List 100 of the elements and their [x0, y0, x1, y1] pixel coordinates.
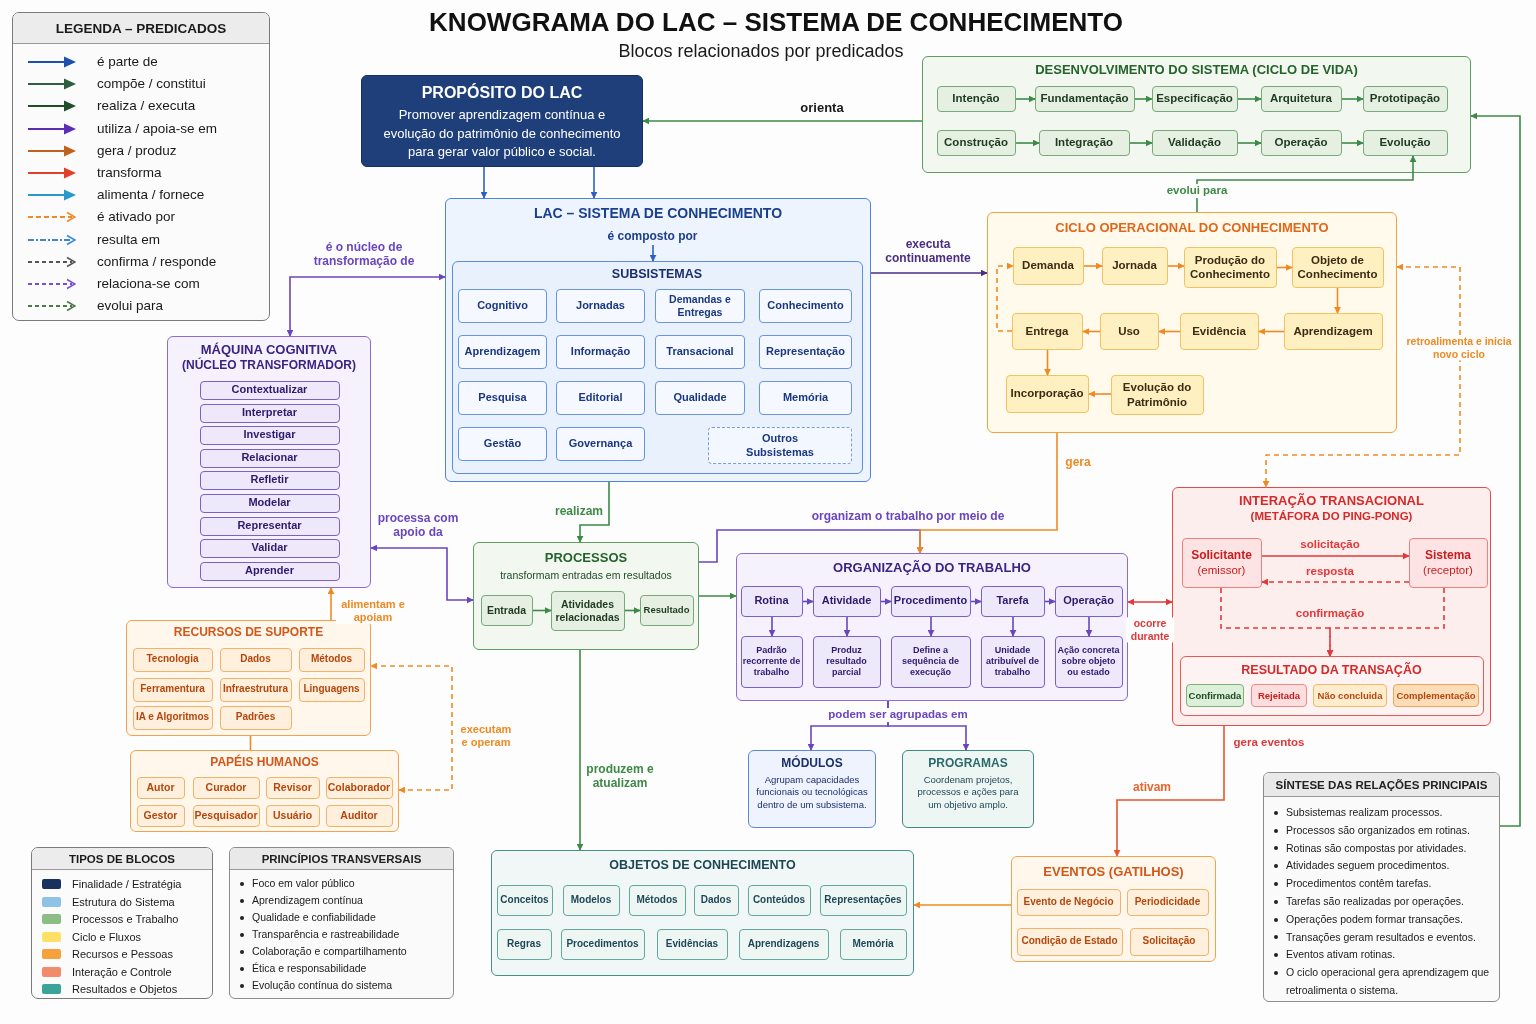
arrow	[576, 481, 610, 543]
legend-label: confirma / responde	[97, 253, 217, 270]
node-label: Aprendizagem	[464, 345, 541, 359]
arrow	[843, 616, 851, 637]
node-label: Não concluida	[1317, 689, 1383, 702]
arrow	[1015, 95, 1036, 103]
node-box	[1151, 129, 1238, 156]
group-panel	[748, 750, 876, 828]
arrow	[996, 262, 1014, 332]
list-item: Colaboração e compartilhamento	[252, 944, 407, 959]
node-label: Revisor	[273, 781, 312, 794]
edge-label: podem ser agrupadas em	[826, 708, 970, 722]
node-label: Governança	[568, 437, 633, 451]
legend-title: LEGENDA – PREDICADOS	[13, 13, 269, 44]
node-box	[936, 129, 1016, 156]
node-box	[132, 677, 213, 702]
arrow	[480, 166, 488, 199]
list-item: Transações geram resultados e eventos.	[1286, 929, 1476, 945]
node-box	[656, 928, 728, 960]
arrow	[649, 244, 657, 262]
diagram-title: KNOWGRAMA DO LAC – SISTEMA DE CONHECIMENTO	[429, 6, 1123, 38]
legend-label: resulta em	[97, 231, 161, 248]
node-box	[556, 335, 645, 369]
node-box	[1186, 684, 1244, 707]
node-box	[1011, 312, 1083, 350]
node-label: Infraestrutura	[223, 683, 288, 696]
node-box	[1362, 85, 1448, 112]
node-label: Padrões	[235, 711, 276, 724]
node-box	[136, 776, 185, 799]
panel-title: EVENTOS (GATILHOS)	[1043, 864, 1184, 881]
node-label: Outros Subsistemas	[745, 432, 815, 459]
arrow	[1167, 262, 1185, 270]
node-box	[556, 427, 645, 461]
node-box	[890, 635, 971, 688]
node-box	[839, 928, 907, 960]
panel-description: Coordenam projetos, processos e ações para um objetivo amplo.	[916, 774, 1020, 812]
node-box	[219, 647, 292, 672]
node-box	[132, 647, 213, 672]
node-box	[199, 516, 340, 536]
arrow	[970, 598, 982, 605]
notes-panel	[229, 847, 454, 999]
list-item: Aprendizagem contínua	[252, 893, 363, 908]
node-box	[1054, 635, 1123, 688]
node-label: Autor	[146, 781, 175, 794]
node-box	[562, 884, 620, 916]
panel-subtitle: (METÁFORA DO PING-PONG)	[1250, 509, 1413, 525]
legend-label: é parte de	[97, 54, 158, 70]
node-label: Prototipação	[1369, 91, 1441, 106]
legend-title: TIPOS DE BLOCOS	[32, 848, 212, 870]
node-label: Procedimentos	[566, 937, 639, 951]
arrow	[916, 432, 1058, 554]
node-label: Validação	[1167, 135, 1222, 150]
node-box	[496, 928, 552, 960]
group-panel	[987, 212, 1397, 433]
node-box	[1181, 537, 1262, 588]
arrow	[887, 700, 970, 751]
node-box	[890, 585, 971, 617]
legend-label: Resultados e Objetos	[72, 982, 178, 996]
node-sublabel: (receptor)	[1423, 562, 1473, 577]
node-label: Atividade	[821, 594, 872, 608]
arrow	[327, 587, 335, 621]
arrow	[1237, 139, 1262, 147]
legend-label: relaciona-se com	[97, 276, 200, 292]
arrow	[1326, 587, 1445, 657]
node-label: Jornada	[1112, 258, 1157, 273]
list-item: Ética e responsabilidade	[252, 961, 367, 976]
node-label: Rejeitada	[1257, 689, 1301, 702]
panel-subtitle: (NÚCLEO TRANSFORMADOR)	[182, 358, 356, 374]
legend-label: transforma	[97, 165, 162, 181]
panel-title: CICLO OPERACIONAL DO CONHECIMENTO	[1055, 220, 1329, 237]
node-box	[199, 425, 340, 445]
arrow	[1015, 139, 1040, 147]
node-box	[980, 585, 1045, 617]
node-box	[639, 594, 694, 626]
node-label: Interpretar	[242, 406, 297, 420]
node-box	[655, 381, 745, 415]
node-label: Condição de Estado	[1021, 935, 1118, 948]
node-label: Conhecimento	[767, 299, 844, 313]
list-item: Evolução contínua do sistema	[252, 978, 393, 993]
node-box	[1012, 246, 1084, 285]
node-label: Integração	[1054, 135, 1114, 150]
node-label: Representação	[766, 345, 845, 359]
notes-panel	[1263, 772, 1500, 1002]
node-box	[1016, 927, 1123, 956]
node-label: Jornadas	[576, 299, 625, 313]
panel-title: SUBSISTEMAS	[611, 266, 703, 283]
node-box	[655, 335, 745, 369]
node-box	[199, 470, 340, 490]
node-label: Periodicidade	[1134, 895, 1201, 909]
arrow	[1341, 139, 1364, 147]
legend-label: Estrutura do Sistema	[72, 894, 175, 909]
node-label: Colaborador	[327, 781, 391, 794]
node-sublabel: (emissor)	[1197, 562, 1246, 577]
node-box	[199, 380, 340, 400]
node-label: Ferramentura	[140, 683, 205, 696]
legend-label: Ciclo e Fluxos	[72, 929, 142, 944]
node-label: Métodos	[636, 893, 678, 907]
node-label: Construção	[944, 135, 1008, 150]
node-label: Memória	[852, 937, 894, 951]
node-box	[1251, 684, 1307, 707]
